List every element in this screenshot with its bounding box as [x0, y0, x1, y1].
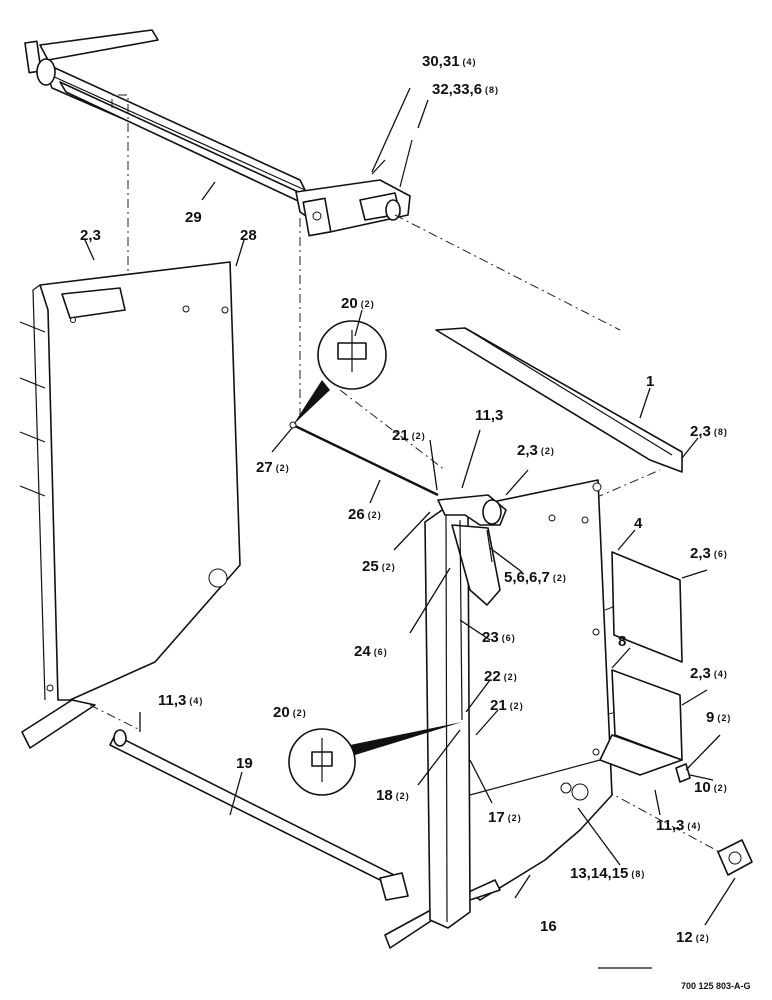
callout-2-3-left: 2,3 [80, 227, 101, 244]
callout-9: 9(2) [706, 709, 731, 726]
callout-23: 23(6) [482, 629, 516, 646]
drawing-code: 700 125 803-A-G [681, 981, 751, 991]
callout-8: 8 [618, 633, 626, 650]
small-plate-9 [675, 763, 691, 783]
callout-11-3-top: 11,3 [475, 407, 503, 424]
callout-32-33-6: 32,33,6(8) [432, 81, 499, 98]
callout-2-3-x8: 2,3(8) [690, 423, 728, 440]
callout-20-upper: 20(2) [341, 295, 375, 312]
callout-4: 4 [634, 515, 643, 532]
callout-11-3-right: 11,3(4) [656, 817, 701, 834]
callout-21-lower: 21(2) [490, 697, 524, 714]
callout-30-31: 30,31(4) [422, 53, 477, 70]
top-angle-bar [435, 327, 683, 473]
callout-18: 18(2) [376, 787, 410, 804]
callout-2-3-x4: 2,3(4) [690, 665, 728, 682]
top-crossbar-assembly [24, 29, 413, 300]
callout-20-lower: 20(2) [273, 704, 307, 721]
callout-17: 17(2) [488, 809, 522, 826]
callout-11-3-left: 11,3(4) [158, 692, 203, 709]
callout-10: 10(2) [694, 779, 728, 796]
callout-2-3-x6: 2,3(6) [690, 545, 728, 562]
leader-lines [84, 87, 736, 926]
callout-1: 1 [646, 373, 654, 390]
callout-5-6-6-7: 5,6,6,7(2) [504, 569, 567, 586]
mounting-plate-12 [717, 839, 753, 876]
callout-labels: 30,31(4) 32,33,6(8) 29 2,3 28 20(2) 1 2,… [80, 53, 731, 946]
callout-13-14-15: 13,14,15(8) [570, 865, 645, 882]
callout-19: 19 [236, 755, 253, 772]
callout-25: 25(2) [362, 558, 396, 575]
callout-28: 28 [240, 227, 257, 244]
bottom-rod [109, 729, 409, 901]
shelf-bracket-8 [599, 669, 683, 776]
callout-24: 24(6) [354, 643, 388, 660]
pivot-mechanism [437, 494, 507, 721]
callout-27: 27(2) [256, 459, 290, 476]
detail-circle-lower [288, 722, 462, 796]
callout-21-upper: 21(2) [392, 427, 426, 444]
detail-circle-upper [293, 320, 387, 425]
callout-12: 12(2) [676, 929, 710, 946]
callout-16: 16 [540, 918, 557, 935]
callout-2-3-x2: 2,3(2) [517, 442, 555, 459]
left-panel [19, 261, 241, 749]
shelf-bracket-4 [611, 551, 683, 663]
callout-26: 26(2) [348, 506, 382, 523]
callout-22: 22(2) [484, 668, 518, 685]
callout-29: 29 [185, 209, 202, 226]
